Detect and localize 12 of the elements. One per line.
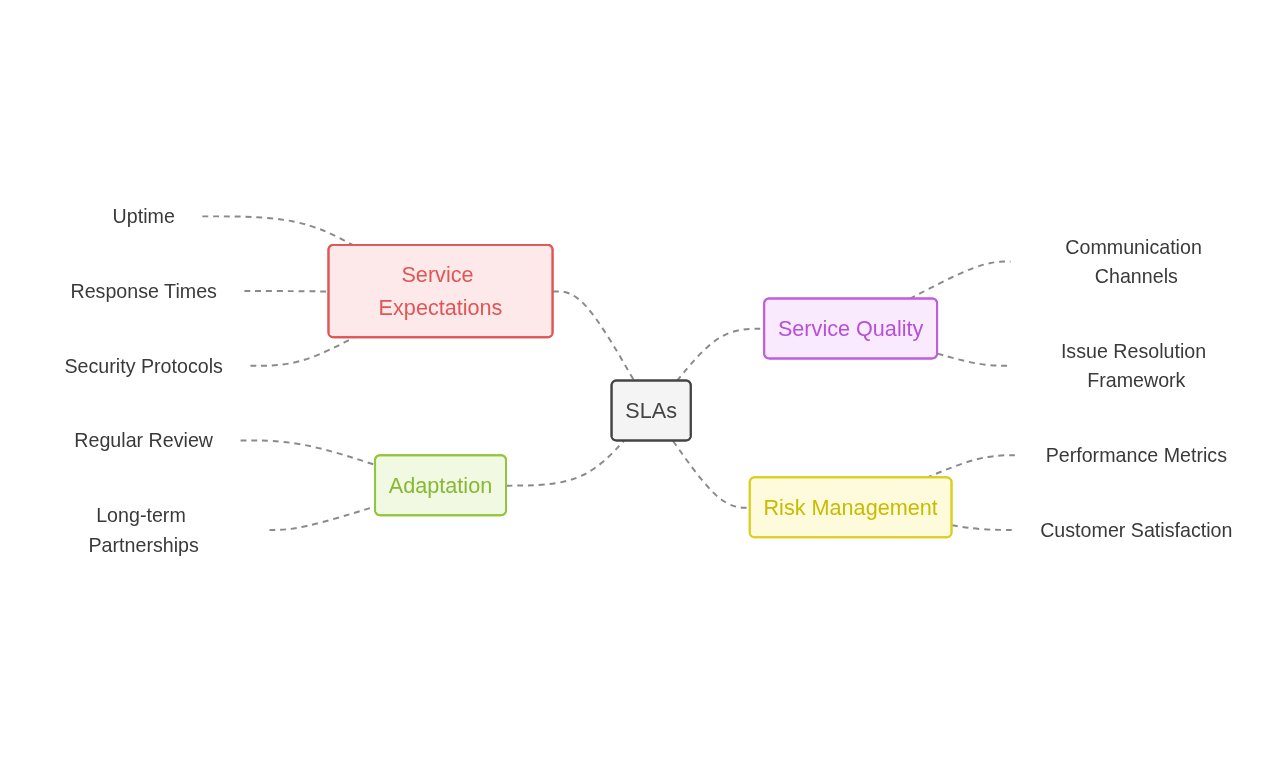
node-text: Issue Resolution Framework xyxy=(1060,340,1207,392)
node-text: Long-term Partnerships xyxy=(88,504,199,556)
node-text: Response Times xyxy=(70,280,217,303)
node-text: Performance Metrics xyxy=(1045,444,1227,467)
node-text: Security Protocols xyxy=(64,355,223,378)
node-text: Customer Satisfaction xyxy=(1040,519,1233,542)
connector xyxy=(505,440,625,488)
connector xyxy=(201,215,355,247)
connector xyxy=(951,524,1014,532)
node-text: Communication Channels xyxy=(1065,236,1202,288)
node-text: Uptime xyxy=(112,206,175,228)
node-text: Regular Review xyxy=(74,430,214,452)
